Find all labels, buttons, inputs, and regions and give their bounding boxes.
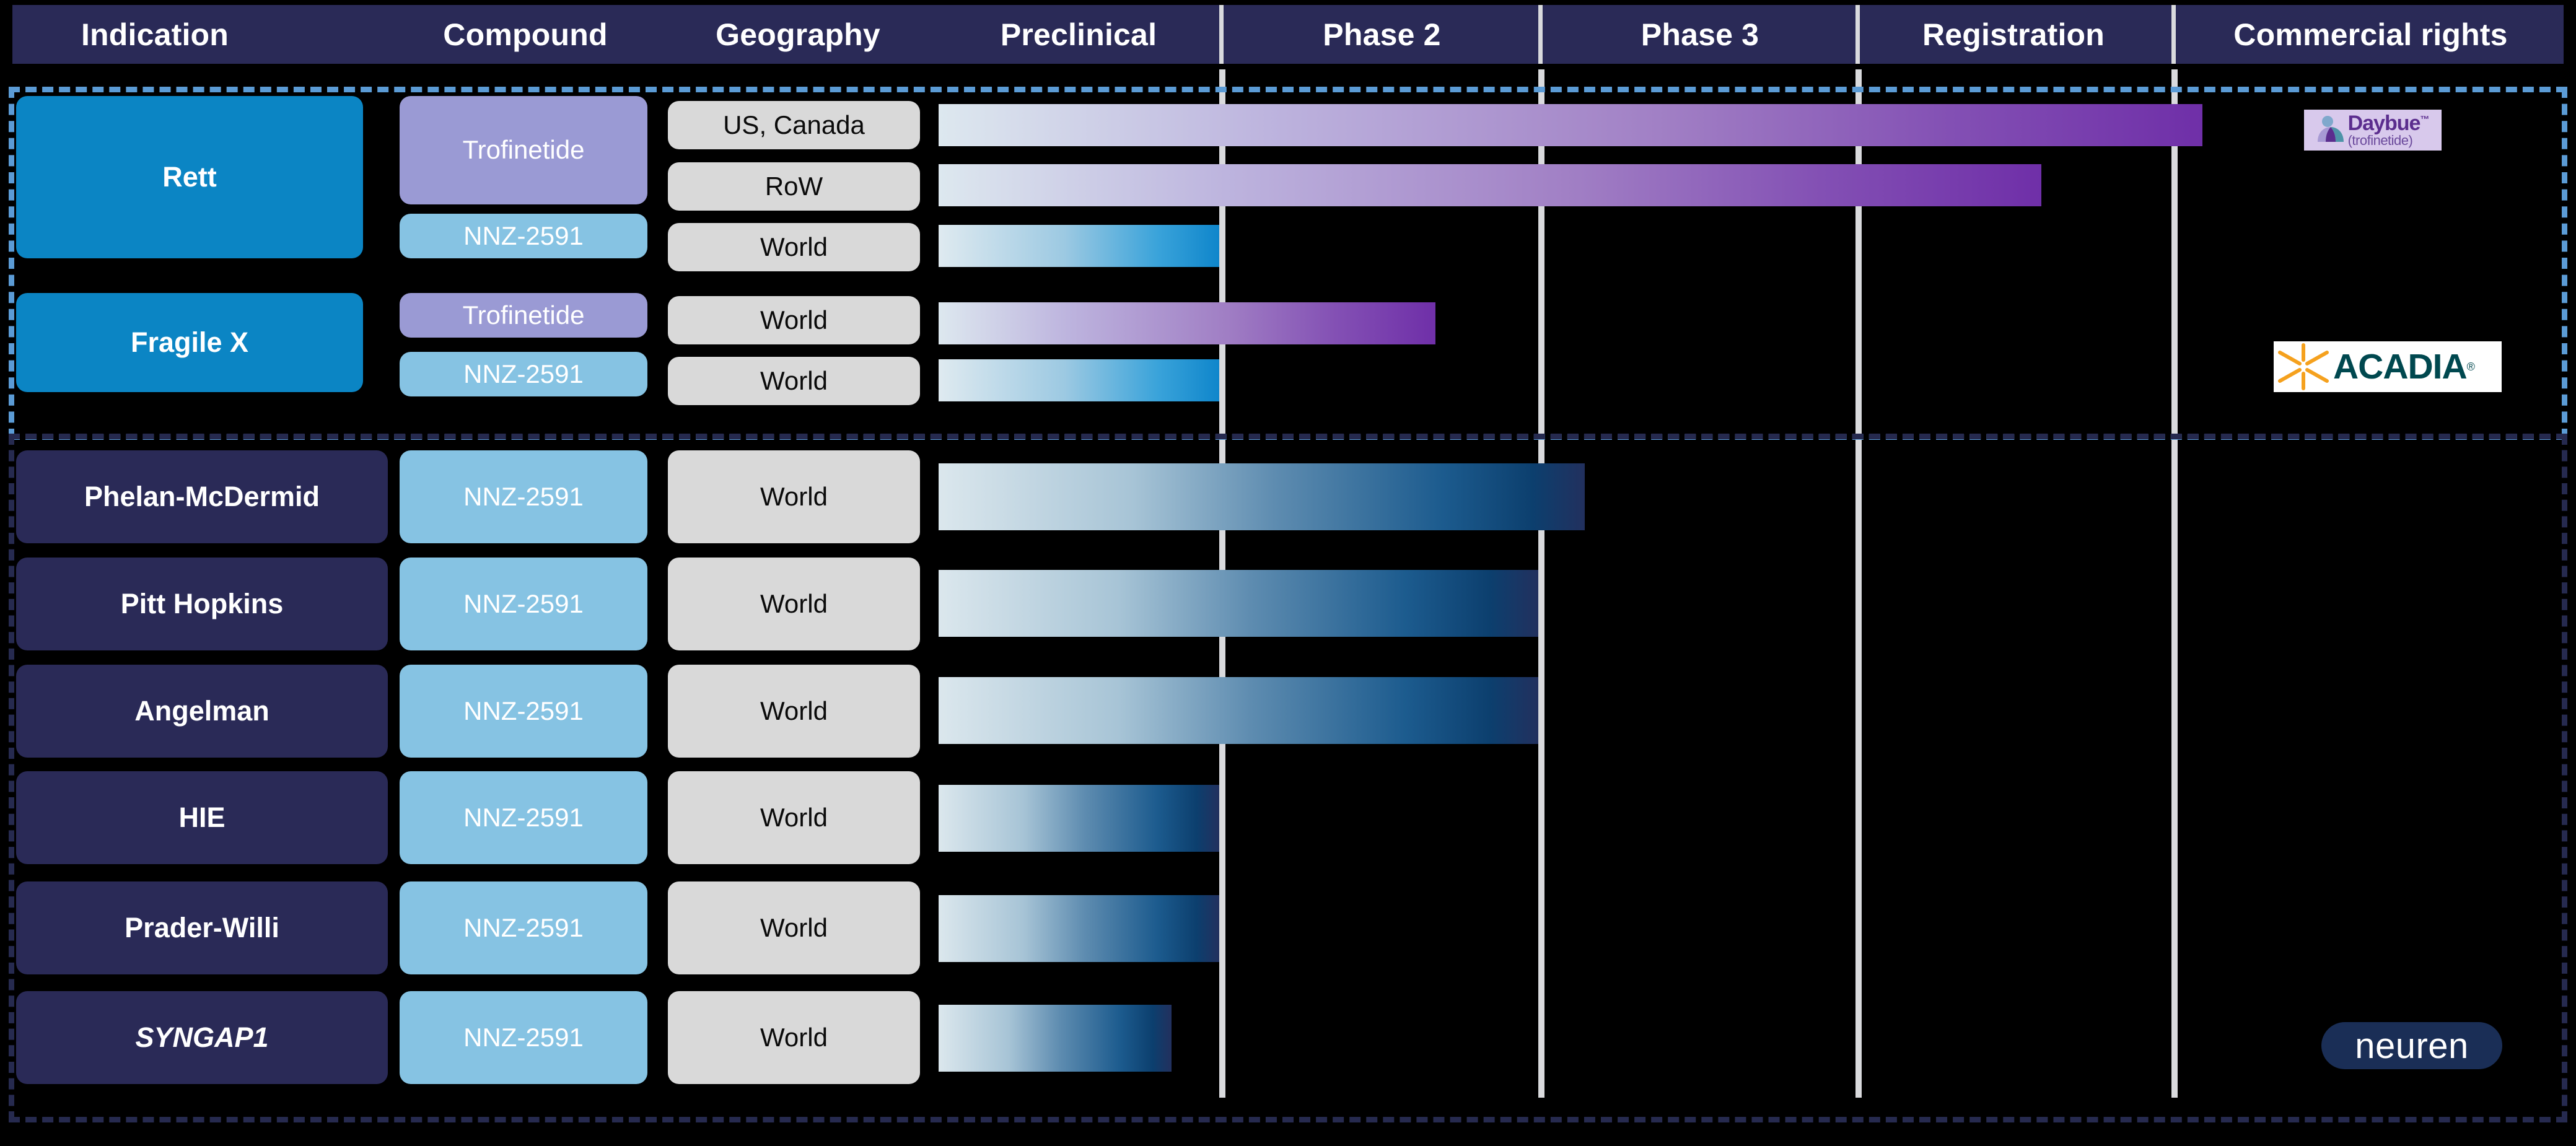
progress-bar-rett-0 (939, 104, 2202, 146)
daybue-mark-icon (2317, 116, 2344, 142)
compound-prader-willi-0[interactable]: NNZ-2591 (400, 881, 647, 974)
daybue-logo: Daybue™ (trofinetide) (2304, 110, 2442, 151)
header-separator-3 (2171, 5, 2176, 64)
phase-gridline-3 (2171, 69, 2178, 1098)
progress-bar-fragile-x-0 (939, 302, 1435, 344)
progress-bar-hie-0 (939, 785, 1219, 852)
geography-rett-2[interactable]: World (668, 223, 920, 271)
column-header-registration: Registration (1922, 17, 2105, 52)
column-header-commercial-rights: Commercial rights (2233, 17, 2508, 52)
progress-bar-phelan-mcdermid-0 (939, 463, 1585, 530)
geography-fragile-x-0[interactable]: World (668, 296, 920, 344)
indication-phelan-mcdermid[interactable]: Phelan-McDermid (16, 450, 388, 543)
geography-hie-0[interactable]: World (668, 771, 920, 864)
compound-phelan-mcdermid-0[interactable]: NNZ-2591 (400, 450, 647, 543)
indication-angelman[interactable]: Angelman (16, 665, 388, 758)
column-header-indication: Indication (81, 17, 229, 52)
column-header-phase-3: Phase 3 (1641, 17, 1759, 52)
progress-bar-syngap1-0 (939, 1005, 1172, 1072)
neuren-wordmark: neuren (2355, 1025, 2469, 1066)
geography-phelan-mcdermid-0[interactable]: World (668, 450, 920, 543)
progress-bar-fragile-x-1 (939, 359, 1219, 401)
daybue-subtitle: (trofinetide) (2347, 133, 2413, 148)
header-band (12, 5, 2564, 64)
acadia-wordmark: ACADIA (2333, 347, 2468, 387)
phase-gridline-2 (1855, 69, 1862, 1098)
indication-hie[interactable]: HIE (16, 771, 388, 864)
compound-syngap1-0[interactable]: NNZ-2591 (400, 991, 647, 1084)
progress-bar-rett-2 (939, 225, 1219, 267)
daybue-tm: ™ (2420, 114, 2429, 125)
acadia-logo: ACADIA® (2274, 341, 2502, 392)
geography-prader-willi-0[interactable]: World (668, 881, 920, 974)
compound-hie-0[interactable]: NNZ-2591 (400, 771, 647, 864)
compound-pitt-hopkins-0[interactable]: NNZ-2591 (400, 558, 647, 650)
wholly-owned-group (9, 434, 2567, 1122)
geography-fragile-x-1[interactable]: World (668, 357, 920, 405)
compound-angelman-0[interactable]: NNZ-2591 (400, 665, 647, 758)
column-header-compound: Compound (443, 17, 608, 52)
acadia-starburst-icon (2278, 343, 2329, 390)
progress-bar-angelman-0 (939, 677, 1538, 744)
daybue-name: Daybue (2347, 112, 2421, 135)
indication-syngap1[interactable]: SYNGAP1 (16, 991, 388, 1084)
indication-fragile-x[interactable]: Fragile X (16, 293, 363, 392)
header-separator-2 (1855, 5, 1860, 64)
geography-rett-0[interactable]: US, Canada (668, 101, 920, 149)
indication-rett[interactable]: Rett (16, 96, 363, 258)
phase-gridline-1 (1538, 69, 1544, 1098)
column-header-geography: Geography (716, 17, 880, 52)
progress-bar-prader-willi-0 (939, 895, 1219, 962)
geography-angelman-0[interactable]: World (668, 665, 920, 758)
acadia-tm: ® (2466, 360, 2475, 373)
column-header-preclinical: Preclinical (1000, 17, 1157, 52)
indication-pitt-hopkins[interactable]: Pitt Hopkins (16, 558, 388, 650)
geography-pitt-hopkins-0[interactable]: World (668, 558, 920, 650)
geography-rett-1[interactable]: RoW (668, 162, 920, 211)
compound-rett-2[interactable]: NNZ-2591 (400, 214, 647, 258)
progress-bar-rett-1 (939, 164, 2041, 206)
geography-syngap1-0[interactable]: World (668, 991, 920, 1084)
indication-prader-willi[interactable]: Prader-Willi (16, 881, 388, 974)
column-header-phase-2: Phase 2 (1323, 17, 1441, 52)
compound-rett-0[interactable]: Trofinetide (400, 96, 647, 204)
header-separator-0 (1219, 5, 1224, 64)
header-separator-1 (1538, 5, 1543, 64)
progress-bar-pitt-hopkins-0 (939, 570, 1538, 637)
neuren-logo: neuren (2321, 1022, 2502, 1069)
compound-fragile-x-1[interactable]: NNZ-2591 (400, 352, 647, 396)
compound-fragile-x-0[interactable]: Trofinetide (400, 293, 647, 338)
